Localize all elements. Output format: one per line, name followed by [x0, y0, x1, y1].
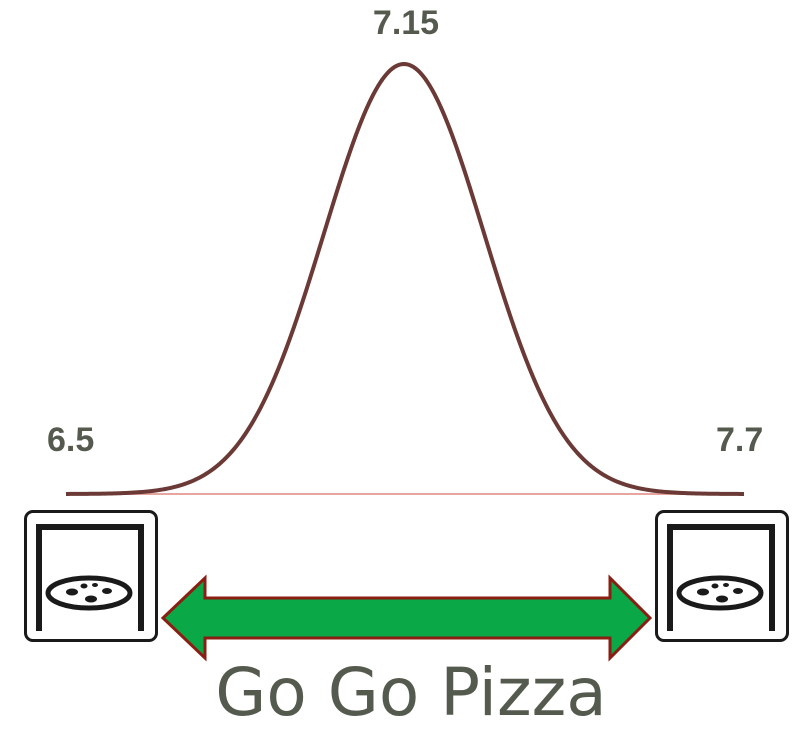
left-value-label: 6.5 — [47, 421, 95, 459]
distribution-curve — [66, 61, 745, 496]
double-arrow-icon — [160, 574, 653, 662]
peak-value-label: 7.15 — [372, 4, 440, 42]
pizza-oven-icon — [24, 510, 158, 642]
caption-title: Go Go Pizza — [215, 654, 607, 731]
right-value-label: 7.7 — [716, 421, 764, 459]
pizza-oven-icon — [655, 510, 789, 642]
